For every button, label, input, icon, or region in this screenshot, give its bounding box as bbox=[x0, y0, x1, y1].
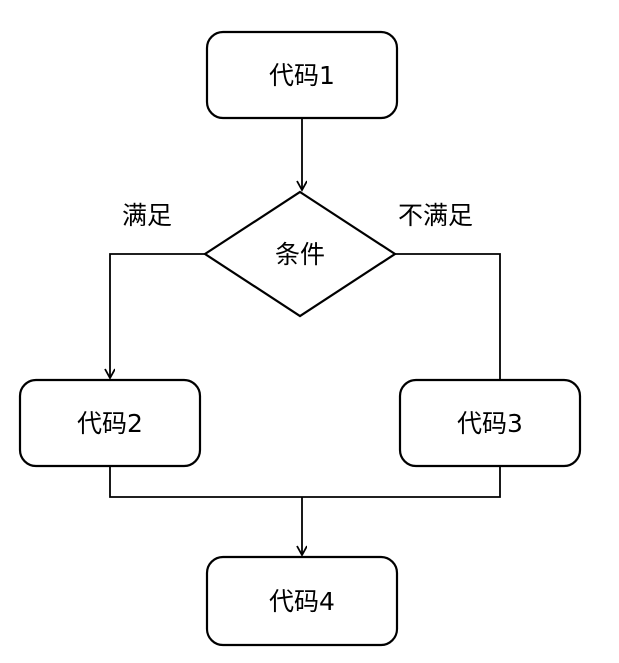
node-code3-shape[interactable] bbox=[398, 378, 582, 468]
node-code2-shape[interactable] bbox=[18, 378, 202, 468]
node-code4-shape[interactable] bbox=[205, 555, 399, 647]
node-condition-shape[interactable] bbox=[202, 190, 398, 318]
edge-condition-code2 bbox=[110, 253, 205, 378]
edge-code2-merge bbox=[109, 466, 302, 498]
node-code1-shape[interactable] bbox=[205, 30, 399, 120]
edge-condition-code3 bbox=[395, 253, 501, 380]
edge-code3-merge bbox=[302, 466, 501, 498]
